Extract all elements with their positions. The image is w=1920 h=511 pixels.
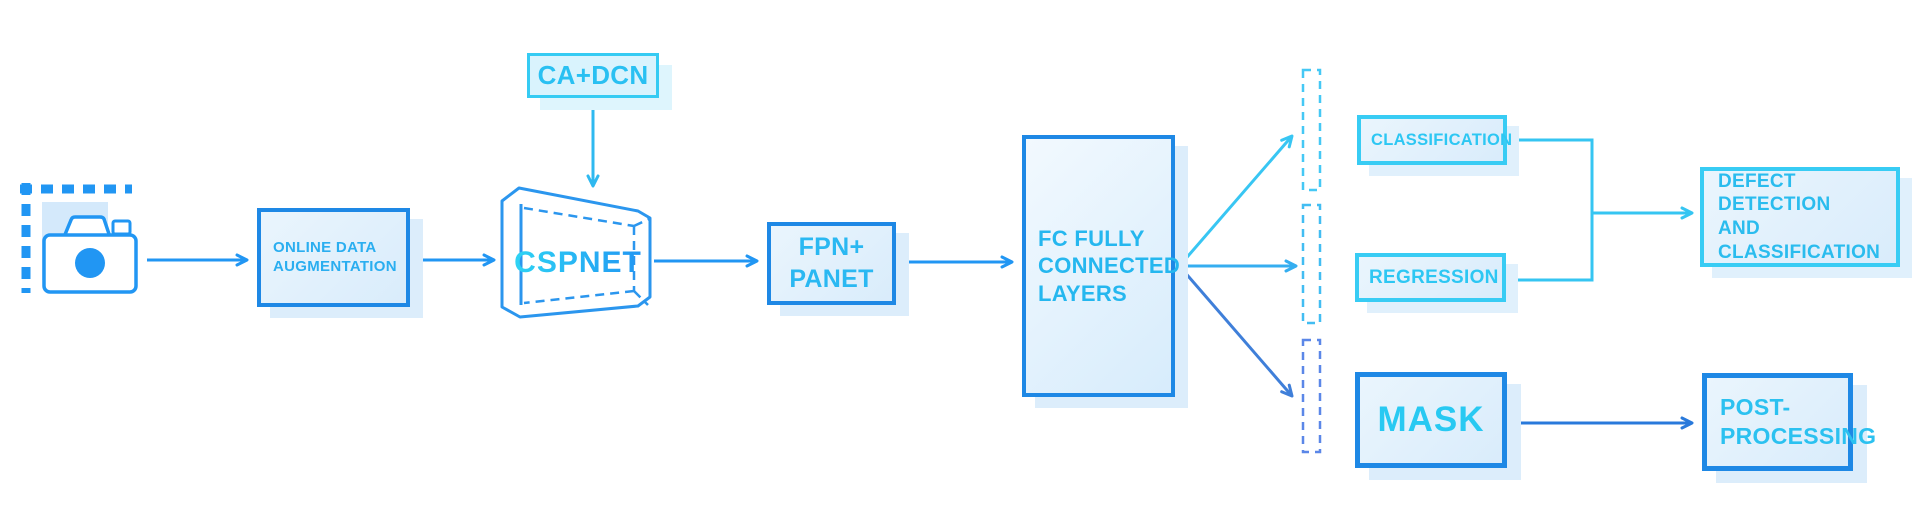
node-defect-detection-classification: DEFECT DETECTION AND CLASSIFICATION <box>1700 167 1900 267</box>
cspnet-3d-box: CSPNET <box>500 186 652 319</box>
feature-vector-bottom <box>1301 338 1322 454</box>
camera-flash <box>111 219 132 236</box>
connector-class-regr-bracket <box>1508 138 1594 282</box>
node-label: FPN+ PANET <box>789 233 874 293</box>
node-online-data-augmentation: ONLINE DATA AUGMENTATION <box>257 208 410 307</box>
node-fully-connected-layers: FC FULLY CONNECTED LAYERS <box>1022 135 1181 397</box>
node-label: POST- PROCESSING <box>1720 394 1877 449</box>
node-ca-dcn: CA+DCN <box>527 53 659 98</box>
node-label: REGRESSION <box>1369 266 1499 288</box>
node-classification: CLASSIFICATION <box>1357 115 1513 165</box>
camera-top-hump <box>62 215 112 238</box>
node-label: CA+DCN <box>537 60 649 91</box>
node-mask: MASK <box>1355 372 1507 468</box>
camera-icon <box>20 183 138 294</box>
node-label: ONLINE DATA AUGMENTATION <box>273 238 397 275</box>
arrow-fc-to-vector-top <box>1180 134 1294 264</box>
arrow-fc-to-vector-bottom <box>1180 268 1294 398</box>
node-label: CLASSIFICATION <box>1371 130 1513 149</box>
node-fpn-panet: FPN+ PANET <box>767 222 896 305</box>
feature-vector-top <box>1301 68 1322 192</box>
cspnet-hidden-edges <box>523 206 650 306</box>
node-regression: REGRESSION <box>1355 253 1506 302</box>
node-label: FC FULLY CONNECTED LAYERS <box>1038 225 1181 306</box>
feature-vector-middle <box>1301 203 1322 325</box>
cspnet-label: CSPNET <box>514 246 642 279</box>
node-post-processing: POST- PROCESSING <box>1702 373 1877 471</box>
node-label: DEFECT DETECTION AND CLASSIFICATION <box>1718 170 1881 263</box>
node-label: MASK <box>1377 400 1485 440</box>
cspnet-outline <box>500 186 652 319</box>
camera-lens <box>75 248 105 278</box>
